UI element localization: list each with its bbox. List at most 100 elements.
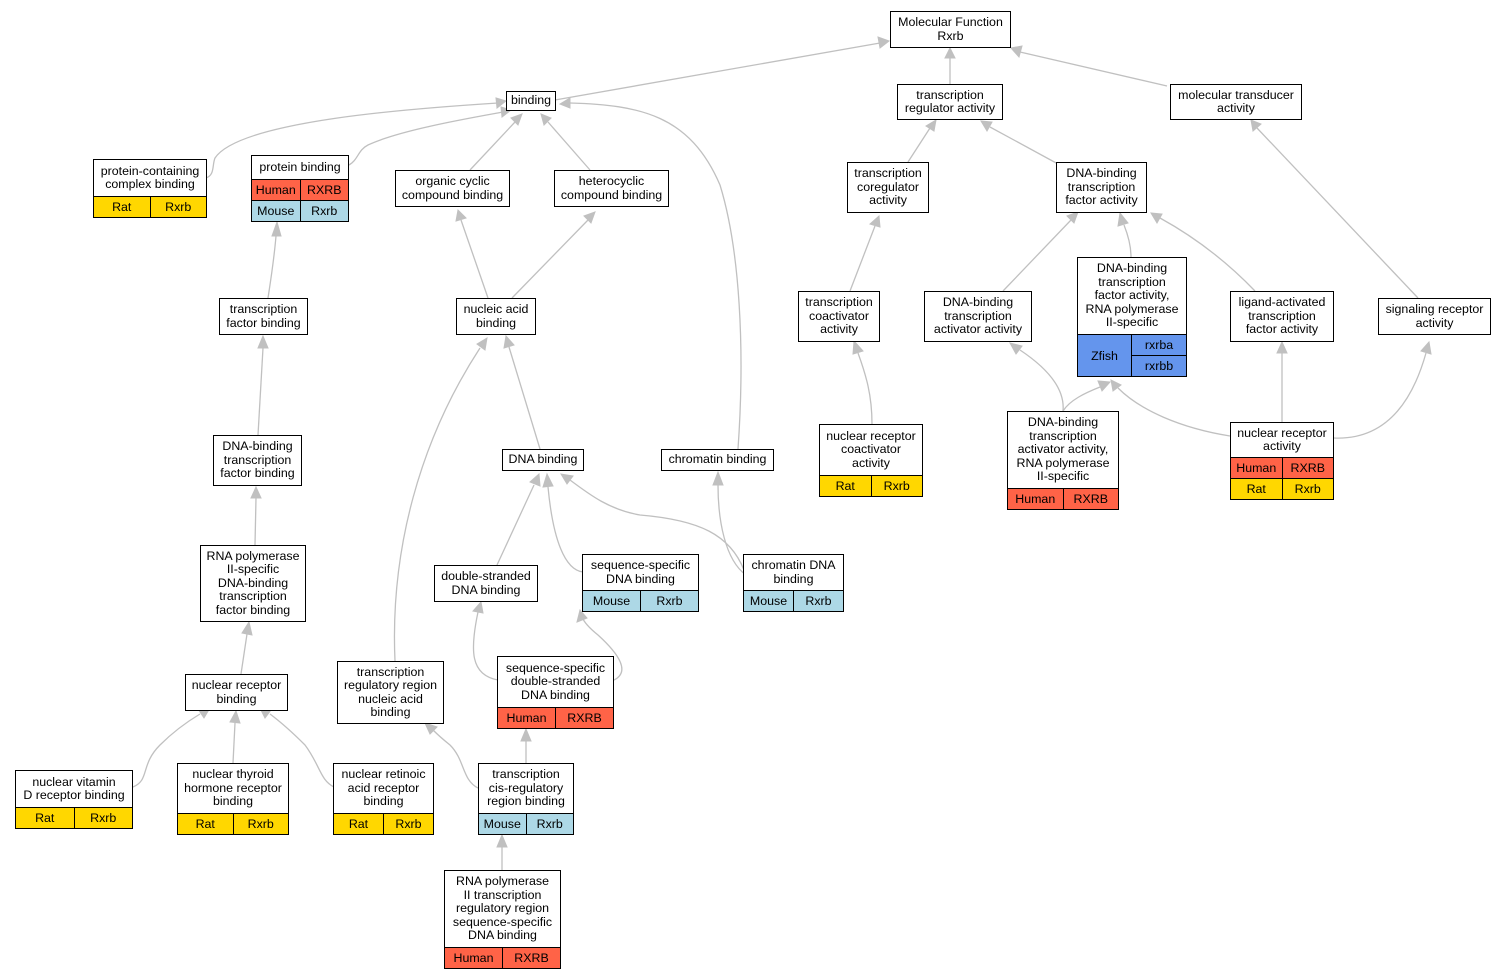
species-cell: Zfish — [1078, 335, 1132, 376]
node-dna-binding-transcription-factor-activity[interactable]: DNA-binding transcription factor activit… — [1056, 162, 1147, 213]
node-rna-pol-ii-transcription-regulatory-region-dna-binding[interactable]: RNA polymerase II transcription regulato… — [444, 870, 561, 969]
species-cell: Rat — [195, 817, 215, 831]
edge-arrowhead — [229, 709, 241, 724]
node-sequence-specific-double-stranded-dna-binding[interactable]: sequence-specific double-stranded DNA bi… — [497, 656, 614, 729]
edge-arrowhead — [877, 36, 891, 49]
node-transcription-coactivator-activity[interactable]: transcription coactivator activity — [798, 291, 880, 342]
edge-arrowhead — [868, 214, 881, 228]
edge-nucleic-acid-to-organic-cyclic — [460, 219, 489, 299]
edge-arrowhead — [503, 334, 515, 349]
edge-activator-pol2-to-activator — [1019, 349, 1064, 412]
node-transcription-factor-binding[interactable]: transcription factor binding — [219, 298, 308, 335]
edge-nr-coactivator-to-coactivator — [857, 352, 873, 425]
node-label: chromatin binding — [668, 452, 767, 467]
node-dna-binding[interactable]: DNA binding — [502, 449, 584, 471]
edge-arrowhead — [476, 337, 488, 351]
node-nuclear-thyroid-hormone-receptor-binding[interactable]: nuclear thyroid hormone receptor binding… — [177, 763, 289, 835]
node-nucleic-acid-binding[interactable]: nucleic acid binding — [456, 298, 536, 335]
node-label: nucleic acid binding — [463, 302, 529, 330]
edge-activator-to-dbtf-activity — [1002, 219, 1072, 292]
species-cell: Human — [453, 951, 494, 965]
node-rna-pol-ii-specific-dbtf-binding[interactable]: RNA polymerase II-specific DNA-binding t… — [200, 545, 306, 622]
edge-nr-activity-to-dbtf-pol2 — [1117, 387, 1231, 437]
gene-cell: RXRB — [502, 948, 560, 968]
node-label: nuclear thyroid hormone receptor binding — [184, 767, 282, 809]
species-cell: Rat — [348, 817, 369, 831]
node-molecular-transducer-activity[interactable]: molecular transducer activity — [1170, 84, 1302, 120]
node-molecular-function[interactable]: Molecular Function Rxrb — [890, 11, 1011, 48]
node-label: nuclear receptor activity — [1237, 425, 1327, 453]
edge-arrowhead — [1110, 379, 1122, 392]
species-cell: Rat — [112, 200, 132, 214]
edge-arrowhead — [424, 722, 438, 735]
edge-arrowhead — [472, 600, 484, 614]
edge-arrowhead — [510, 113, 523, 126]
node-dna-binding-transcription-factor-binding[interactable]: DNA-binding transcription factor binding — [213, 435, 302, 486]
node-label: molecular transducer activity — [1178, 87, 1294, 115]
edge-arrowhead — [1010, 45, 1023, 59]
node-double-stranded-dna-binding[interactable]: double-stranded DNA binding — [434, 565, 538, 602]
node-label: DNA-binding transcription factor activit… — [1065, 166, 1138, 208]
edge-arrowhead — [925, 119, 937, 132]
edge-dbtf-binding-to-tf-binding — [257, 347, 264, 436]
node-heterocyclic-compound-binding[interactable]: heterocyclic compound binding — [554, 170, 669, 207]
edge-arrowhead — [944, 46, 956, 59]
node-dna-binding-transcription-activator-activity[interactable]: DNA-binding transcription activator acti… — [924, 291, 1032, 342]
edge-arrowhead — [560, 473, 574, 485]
annotation-row: Rat Rxrb — [94, 196, 206, 217]
node-dna-binding-tf-activity-rna-pol-ii[interactable]: DNA-binding transcription factor activit… — [1077, 257, 1187, 377]
node-label: RNA polymerase II-specific DNA-binding t… — [206, 548, 300, 617]
edge-arrowhead — [540, 113, 552, 126]
gene-cell: Rxrb — [149, 197, 207, 217]
edge-arrowhead — [583, 211, 596, 224]
node-dna-binding-transcription-activator-pol-ii[interactable]: DNA-binding transcription activator acti… — [1007, 411, 1119, 510]
gene-cell: Rxrb — [525, 814, 574, 834]
species-cell: Human — [1015, 492, 1056, 506]
edge-arrowhead — [250, 485, 262, 499]
node-transcription-coregulator-activity[interactable]: transcription coregulator activity — [847, 162, 929, 213]
edge-organic-cyclic-to-binding — [469, 121, 516, 171]
node-transcription-regulator-activity[interactable]: transcription regulator activity — [897, 84, 1003, 120]
node-label: DNA-binding transcription factor binding — [220, 439, 295, 481]
edge-arrowhead — [1097, 380, 1112, 392]
edge-tf-binding-to-protein-binding — [267, 235, 277, 299]
node-signaling-receptor-activity[interactable]: signaling receptor activity — [1378, 298, 1491, 335]
edge-arrowhead — [529, 472, 541, 487]
gene-cell: RXRB — [299, 180, 349, 200]
node-label: heterocyclic compound binding — [560, 174, 663, 202]
node-label: nuclear vitamin D receptor binding — [23, 774, 125, 802]
edge-ss-dsdna-to-double-stranded — [472, 611, 499, 681]
node-ligand-activated-transcription-factor-activity[interactable]: ligand-activated transcription factor ac… — [1230, 291, 1334, 342]
node-binding[interactable]: binding — [506, 91, 556, 111]
edge-thyroid-to-nr-binding — [232, 722, 236, 764]
node-chromatin-binding[interactable]: chromatin binding — [661, 449, 774, 471]
node-label: DNA-binding transcription activator acti… — [933, 295, 1023, 337]
edge-arrowhead — [257, 334, 269, 349]
node-transcription-cis-regulatory-region-binding[interactable]: transcription cis-regulatory region bind… — [478, 763, 574, 835]
edge-arrowhead — [576, 608, 588, 623]
species-cell: Human — [506, 711, 547, 725]
gene-cell: rxrbb — [1132, 355, 1186, 376]
annotation-row: Human RXRB — [445, 947, 560, 968]
node-transcription-regulatory-region-nucleic-acid-binding[interactable]: transcription regulatory region nucleic … — [337, 661, 444, 724]
node-organic-cyclic-compound-binding[interactable]: organic cyclic compound binding — [395, 170, 510, 207]
node-nuclear-receptor-binding[interactable]: nuclear receptor binding — [185, 674, 288, 711]
node-label: transcription cis-regulatory region bind… — [487, 767, 565, 809]
node-label: signaling receptor activity — [1385, 302, 1484, 330]
